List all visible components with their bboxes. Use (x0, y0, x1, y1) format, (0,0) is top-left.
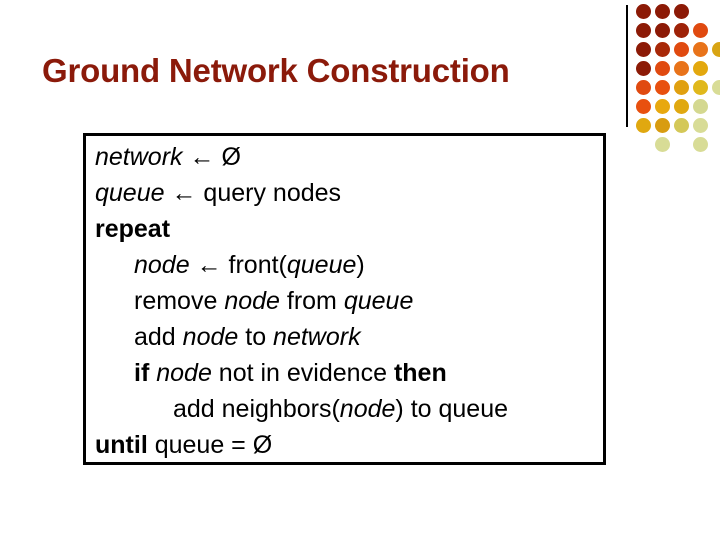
decorative-dot (674, 99, 689, 114)
algo-token: until (95, 431, 148, 459)
line-remove-node: remove node from queue (95, 283, 603, 319)
line-repeat: repeat (95, 211, 603, 247)
page-title: Ground Network Construction (42, 52, 510, 89)
algo-token (183, 143, 190, 171)
decorative-dot (636, 42, 651, 57)
algo-token: add (134, 323, 183, 351)
decorative-dot (693, 99, 708, 114)
decorative-dot (636, 4, 651, 19)
algo-token: node (134, 251, 190, 279)
algo-token: to (238, 323, 274, 351)
decorative-dot (693, 23, 708, 38)
line-until: until queue = Ø (95, 427, 603, 463)
decorative-dot (693, 61, 708, 76)
decorative-dot (636, 99, 651, 114)
algo-token: query nodes (196, 179, 342, 207)
vertical-rule-divider (626, 5, 628, 127)
algo-token: queue = Ø (147, 431, 273, 459)
decorative-dot (655, 61, 670, 76)
algo-token: node (156, 359, 212, 387)
line-add-neighbors: add neighbors(node) to queue (95, 391, 603, 427)
decorative-dot (655, 23, 670, 38)
algo-token: ← (171, 179, 197, 207)
decorative-dot (693, 118, 708, 133)
algo-token: front( (221, 251, 287, 279)
decorative-dot (655, 80, 670, 95)
decorative-dot (655, 4, 670, 19)
algo-token: ← (196, 251, 222, 279)
decorative-dot (674, 4, 689, 19)
algo-token: queue (95, 179, 165, 207)
decorative-dot (693, 80, 708, 95)
decorative-dot (674, 118, 689, 133)
decorative-dot (674, 23, 689, 38)
decorative-dot (712, 42, 720, 57)
decorative-dot (636, 80, 651, 95)
line-node-front: node ← front(queue) (95, 247, 603, 283)
decorative-dot-grid (636, 4, 720, 152)
decorative-dot (655, 118, 670, 133)
algo-token: from (279, 287, 344, 315)
line-network-init: network ← Ø (95, 139, 603, 175)
algo-token: ) (356, 251, 365, 279)
algo-token: network (273, 323, 361, 351)
decorative-dot (655, 99, 670, 114)
decorative-dot (636, 118, 651, 133)
algo-token: Ø (221, 143, 241, 171)
decorative-dot (636, 23, 651, 38)
decorative-dot (655, 42, 670, 57)
decorative-dot (674, 80, 689, 95)
algo-token: node (182, 323, 239, 351)
decorative-dot (674, 42, 689, 57)
algo-token: network (95, 143, 183, 171)
algo-token: node (224, 287, 280, 315)
algo-token: repeat (95, 215, 171, 243)
line-queue-init: queue ← query nodes (95, 175, 603, 211)
algo-token (190, 251, 197, 279)
algo-token: not in evidence (211, 359, 394, 387)
algo-token: ← (189, 143, 215, 171)
algo-token: node (339, 395, 396, 423)
line-add-node: add node to network (95, 319, 603, 355)
algo-token: queue (343, 287, 414, 315)
decorative-dot (693, 42, 708, 57)
decorative-dot (712, 80, 720, 95)
algo-token: queue (286, 251, 357, 279)
algo-token: ) to queue (395, 395, 509, 423)
decorative-dot (655, 137, 670, 152)
algo-token: add neighbors( (173, 395, 340, 423)
algo-token: if (134, 359, 150, 387)
decorative-dot (693, 137, 708, 152)
algo-token: then (393, 359, 447, 387)
decorative-dot (636, 61, 651, 76)
decorative-dot (674, 61, 689, 76)
algo-token: remove (134, 287, 225, 315)
line-if-evidence: if node not in evidence then (95, 355, 603, 391)
